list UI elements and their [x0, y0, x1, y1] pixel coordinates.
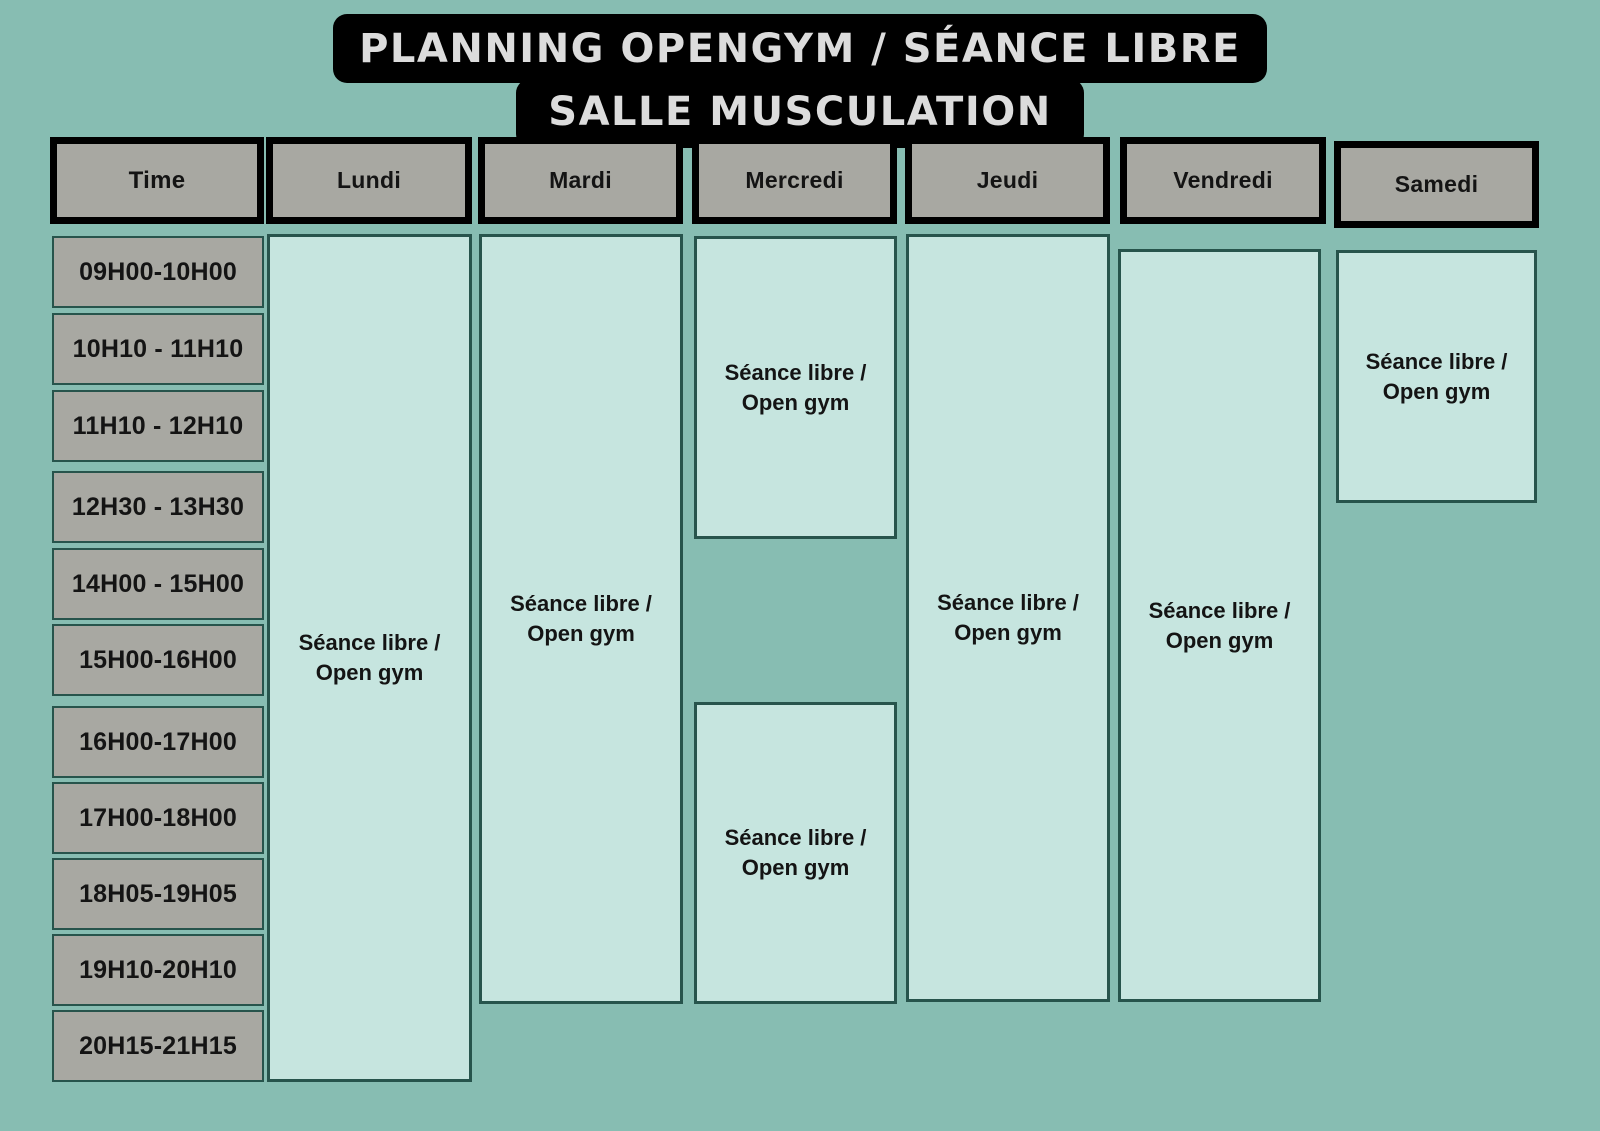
session-label: Séance libre / Open gym — [1366, 347, 1508, 406]
column-header-samedi[interactable]: Samedi — [1334, 141, 1539, 228]
session-label-line-2: Open gym — [1382, 378, 1491, 404]
time-slot-16h00-17h00[interactable]: 16H00-17H00 — [52, 706, 264, 778]
session-label-line-1: Séance libre / — [724, 359, 867, 385]
session-label-line-2: Open gym — [741, 389, 850, 415]
session-label-line-2: Open gym — [741, 855, 850, 880]
session-block-samedi[interactable]: Séance libre / Open gym — [1336, 250, 1537, 503]
session-label: Séance libre / Open gym — [510, 589, 652, 648]
time-slot-15h00-16h00[interactable]: 15H00-16H00 — [52, 624, 264, 696]
session-label-line-1: Séance libre / — [510, 591, 652, 617]
session-block-mardi[interactable]: Séance libre / Open gym — [479, 234, 683, 1004]
session-label-line-1: Séance libre / — [298, 630, 441, 656]
session-label: Séance libre / Open gym — [1149, 596, 1291, 655]
session-label-line-1: Séance libre / — [1148, 597, 1291, 623]
column-header-jeudi[interactable]: Jeudi — [905, 137, 1110, 224]
time-slot-12h30-13h30[interactable]: 12H30 - 13H30 — [52, 471, 264, 543]
session-label: Séance libre / Open gym — [725, 823, 867, 882]
column-header-mardi[interactable]: Mardi — [478, 137, 683, 224]
column-header-time[interactable]: Time — [50, 137, 264, 224]
session-label-line-2: Open gym — [527, 621, 635, 646]
session-label: Séance libre / Open gym — [725, 358, 867, 417]
column-header-mercredi[interactable]: Mercredi — [692, 137, 897, 224]
session-label: Séance libre / Open gym — [299, 628, 441, 687]
time-slot-10h10-11h10[interactable]: 10H10 - 11H10 — [52, 313, 264, 385]
column-header-lundi[interactable]: Lundi — [266, 137, 472, 224]
session-label-line-2: Open gym — [1165, 627, 1274, 653]
session-label-line-2: Open gym — [315, 660, 424, 685]
time-slot-19h10-20h10[interactable]: 19H10-20H10 — [52, 934, 264, 1006]
session-label: Séance libre / Open gym — [937, 588, 1079, 647]
session-block-jeudi[interactable]: Séance libre / Open gym — [906, 234, 1110, 1002]
session-label-line-2: Open gym — [954, 620, 1062, 645]
column-header-vendredi[interactable]: Vendredi — [1120, 137, 1326, 224]
session-block-mercredi[interactable]: Séance libre / Open gym — [694, 702, 897, 1004]
session-block-lundi[interactable]: Séance libre / Open gym — [267, 234, 472, 1082]
time-slot-11h10-12h10[interactable]: 11H10 - 12H10 — [52, 390, 264, 462]
time-slot-17h00-18h00[interactable]: 17H00-18H00 — [52, 782, 264, 854]
session-label-line-1: Séance libre / — [724, 825, 867, 851]
session-label-line-1: Séance libre / — [937, 590, 1079, 616]
time-slot-18h05-19h05[interactable]: 18H05-19H05 — [52, 858, 264, 930]
time-slot-14h00-15h00[interactable]: 14H00 - 15H00 — [52, 548, 264, 620]
time-slot-20h15-21h15[interactable]: 20H15-21H15 — [52, 1010, 264, 1082]
session-label-line-1: Séance libre / — [1365, 348, 1508, 374]
time-slot-09h00-10h00[interactable]: 09H00-10H00 — [52, 236, 264, 308]
session-block-vendredi[interactable]: Séance libre / Open gym — [1118, 249, 1321, 1002]
session-block-mercredi[interactable]: Séance libre / Open gym — [694, 236, 897, 539]
